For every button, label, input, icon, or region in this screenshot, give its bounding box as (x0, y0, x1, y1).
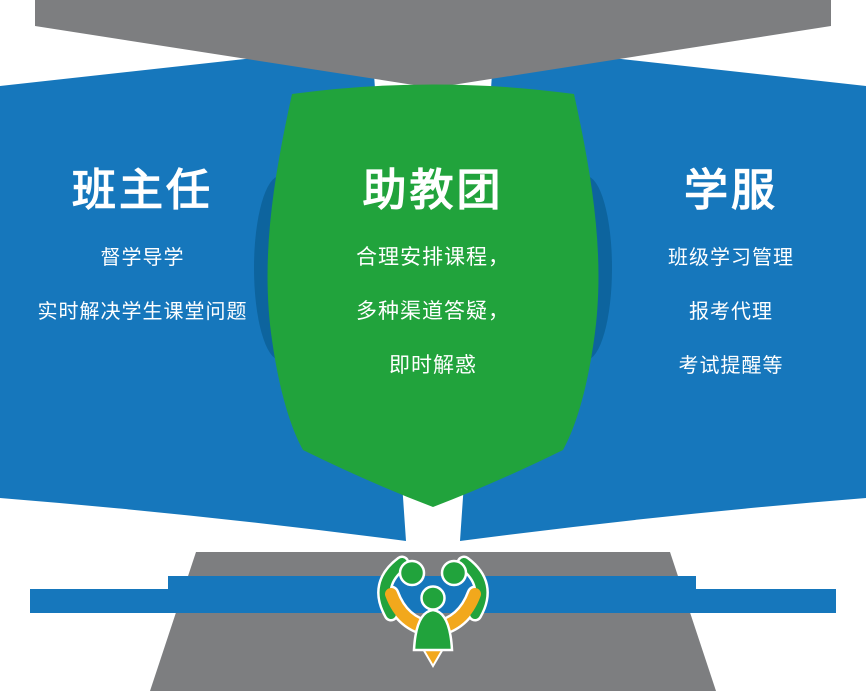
center-page-shape (267, 84, 599, 507)
panel-assistant-team: 助教团 合理安排课程， 多种渠道答疑， 即时解惑 (258, 166, 608, 392)
panel-line: 报考代理 (689, 299, 773, 323)
person-head-icon (420, 585, 446, 611)
panel-line: 考试提醒等 (678, 353, 784, 377)
panel-line: 合理安排课程， (356, 245, 510, 269)
panel-line: 即时解惑 (389, 353, 477, 377)
person-body-icon (412, 608, 454, 652)
panel-title: 助教团 (362, 165, 504, 216)
team-people-logo-icon (377, 555, 489, 668)
panel-title: 班主任 (72, 165, 213, 216)
panel-study-service: 学服 班级学习管理 报考代理 考试提醒等 (586, 166, 866, 392)
panel-class-teacher: 班主任 督学导学 实时解决学生课堂问题 (0, 166, 285, 338)
panel-title: 学服 (684, 165, 778, 216)
book-back-cover-shape (35, 0, 831, 88)
panel-line: 班级学习管理 (668, 245, 794, 269)
person-arm-icon (459, 558, 487, 619)
panel-line: 多种渠道答疑， (356, 299, 510, 323)
person-head-icon (398, 559, 426, 587)
person-head-icon (440, 559, 468, 587)
panel-line: 实时解决学生课堂问题 (37, 299, 248, 323)
person-arm-icon (379, 558, 407, 619)
panel-line: 督学导学 (100, 245, 185, 269)
